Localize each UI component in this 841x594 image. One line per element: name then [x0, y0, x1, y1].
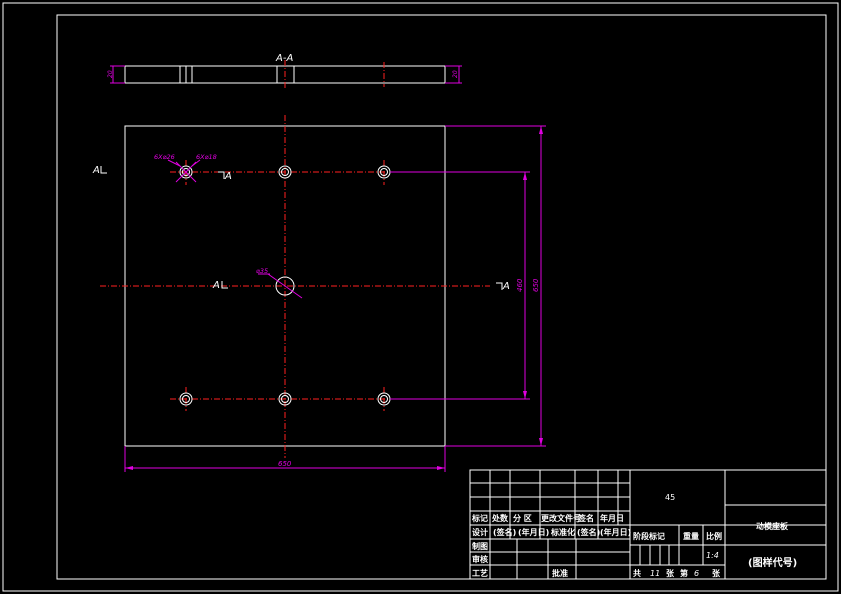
- tb-head-zone: 分 区: [513, 513, 532, 523]
- hole: [278, 392, 292, 406]
- section-view: A-A 20 20: [107, 53, 462, 90]
- hole-callout-b: 6X⌀18: [196, 153, 217, 161]
- outer-height-dim: 650: [532, 278, 540, 292]
- tb-standard-date: (年月日): [600, 527, 631, 537]
- tb-drafting: 制图: [472, 541, 488, 551]
- tb-design: 设计: [472, 527, 488, 537]
- tb-unit2: 张: [712, 569, 721, 578]
- tb-standard: 标准化: [550, 527, 575, 537]
- section-mark-hole: A: [224, 171, 232, 182]
- tb-material: 45: [665, 493, 675, 502]
- tb-standard-sign: (签名): [577, 527, 600, 537]
- tb-sheet-label: 第: [680, 568, 688, 578]
- tb-design-date: (年月日): [518, 527, 549, 537]
- tb-head-date: 年月日: [600, 513, 624, 523]
- section-mark-right-mid: A: [502, 281, 510, 292]
- hole-callout-a: 6X⌀26: [154, 153, 175, 161]
- tb-stage-mark: 阶段标记: [633, 531, 665, 541]
- tb-unit1: 张: [666, 569, 675, 578]
- tb-design-sign: (签名): [493, 527, 516, 537]
- hole: [179, 392, 193, 406]
- thickness-dim-right: 20: [452, 70, 459, 78]
- tb-head-count: 处数: [491, 513, 509, 523]
- inner-height-dim: 460: [516, 278, 524, 292]
- tb-weight: 重量: [683, 531, 699, 541]
- section-label: A-A: [275, 53, 293, 64]
- tb-head-change: 更改文件号: [541, 513, 581, 523]
- center-hole-callout: ⌀35: [256, 267, 268, 275]
- title-block: 标记 处数 分 区 更改文件号 签名 年月日 设计 (签名) (年月日) 标准化…: [469, 469, 827, 580]
- plan-view: 6X⌀26 6X⌀18 ⌀35 A A A A 650 460 650: [92, 115, 546, 472]
- tb-scale-label: 比例: [706, 531, 722, 541]
- tb-head-sign: 签名: [577, 513, 594, 523]
- inner-frame: [56, 14, 827, 580]
- hole: [179, 165, 193, 179]
- tb-review: 审核: [472, 554, 488, 564]
- section-mark-left-top: A: [92, 165, 100, 176]
- tb-total-label: 共: [633, 568, 641, 578]
- tb-process: 工艺: [472, 568, 488, 578]
- center-hole: [275, 276, 295, 296]
- thickness-dim-left: 20: [107, 70, 114, 78]
- width-dim: 650: [278, 460, 292, 468]
- tb-head-mark: 标记: [471, 513, 488, 523]
- section-mark-left-mid: A: [212, 280, 220, 291]
- tb-sheet: 6: [694, 569, 699, 578]
- tb-part-name: 动模座板: [756, 521, 789, 531]
- tb-total: 11: [650, 569, 660, 578]
- tb-approve: 批准: [552, 568, 568, 578]
- tb-scale-value: 1:4: [706, 551, 719, 560]
- hole: [278, 165, 292, 179]
- tb-drawing-code: (图样代号): [748, 556, 797, 569]
